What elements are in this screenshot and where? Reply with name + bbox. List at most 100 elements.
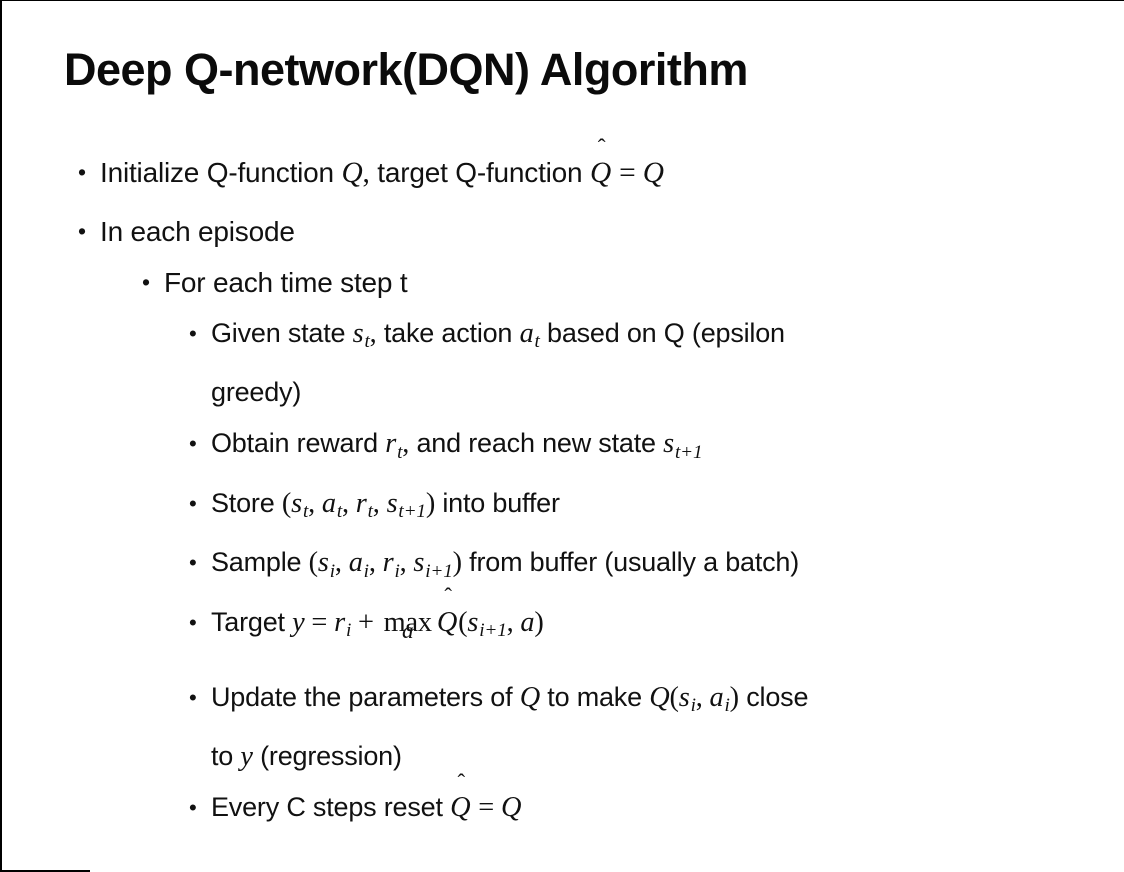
- text-run: For each time step t: [164, 267, 408, 298]
- math-sub: t: [534, 331, 540, 353]
- math-run: ,: [399, 547, 414, 579]
- bullet-marker-icon: •: [189, 490, 197, 516]
- text-run: Sample: [211, 547, 309, 578]
- math-base: s: [317, 547, 329, 579]
- math-run: a: [520, 606, 535, 638]
- math-sub: t+1: [398, 501, 426, 523]
- math-sub: t: [364, 331, 370, 353]
- operator-underscript: a: [402, 618, 414, 645]
- math-subscript-term: st: [352, 318, 370, 353]
- text-run: Target: [211, 606, 293, 637]
- bullet-content: Sample (si, ai, ri, si+1) from buffer (u…: [211, 537, 1124, 596]
- math-run: (: [281, 487, 292, 519]
- bullet-content: In each episode: [100, 206, 1124, 257]
- math-run: ,: [372, 487, 387, 519]
- bullet-content: Initialize Q-function Q, target Q-functi…: [100, 137, 1124, 199]
- math-run: Q: [642, 157, 664, 189]
- math-base: Q: [436, 606, 458, 638]
- bullet-content: Store (st, at, rt, st+1) into buffer: [211, 478, 1124, 537]
- bullet-item: •Obtain reward rt, and reach new state s…: [189, 418, 1124, 477]
- math-sub: t: [397, 441, 403, 463]
- bullet-item: •Store (st, at, rt, st+1) into buffer: [189, 478, 1124, 537]
- math-run: ,: [368, 547, 383, 579]
- math-base: s: [663, 428, 674, 460]
- text-run: greedy): [211, 377, 302, 408]
- bullet-item: • Update the parameters of Q to make Q(si…: [189, 672, 1124, 782]
- text-run: Every C steps reset: [211, 792, 451, 823]
- math-run: ): [534, 606, 544, 638]
- math-run: ): [425, 487, 436, 519]
- text-run: to make: [539, 681, 650, 712]
- math-base: s: [467, 606, 479, 638]
- math-subscript-term: si+1: [413, 547, 452, 581]
- math-base: a: [519, 318, 534, 349]
- math-run: Q: [649, 681, 670, 713]
- math-run: ,: [695, 681, 710, 713]
- math-sub: i: [724, 695, 730, 717]
- math-run: y: [240, 741, 253, 773]
- math-run: =: [471, 792, 501, 824]
- math-run: =: [612, 157, 643, 189]
- math-sub: t: [336, 501, 343, 523]
- math-subscript-term: rt: [355, 487, 373, 523]
- text-run: Obtain reward: [211, 428, 386, 459]
- text-run: close: [738, 681, 809, 712]
- math-run: ,: [369, 318, 377, 349]
- math-run: ): [729, 681, 739, 713]
- bullet-marker-icon: •: [189, 550, 197, 576]
- text-run: into buffer: [435, 487, 560, 518]
- text-run: Update the parameters of: [211, 681, 520, 712]
- text-run: Initialize Q-function: [100, 157, 342, 188]
- math-base: Q: [450, 792, 471, 824]
- math-run: ,: [362, 157, 370, 189]
- operator-name: max: [383, 606, 432, 638]
- math-subscript-term: si: [317, 547, 335, 581]
- math-base: s: [291, 487, 302, 519]
- math-sub: i: [329, 560, 335, 582]
- slide-border-fragment: [2, 870, 90, 872]
- math-subscript-term: ri: [383, 547, 400, 581]
- text-run: take action: [376, 318, 520, 348]
- math-base: r: [355, 487, 367, 519]
- math-base: r: [334, 606, 345, 638]
- bullet-marker-icon: •: [142, 269, 150, 295]
- bullet-content: Update the parameters of Q to make Q(si,…: [211, 672, 1124, 782]
- text-run: and reach new state: [409, 428, 664, 459]
- math-run: ,: [342, 487, 356, 519]
- math-base: r: [385, 428, 397, 460]
- math-base: a: [321, 487, 336, 519]
- math-subscript-term: si: [679, 682, 696, 717]
- math-base: a: [348, 547, 363, 579]
- math-run: ): [452, 547, 462, 579]
- math-sub: i: [690, 695, 696, 717]
- bullet-marker-icon: •: [189, 684, 197, 710]
- slide-title: Deep Q-network(DQN) Algorithm: [64, 44, 748, 95]
- math-base: s: [386, 487, 398, 519]
- math-base: a: [709, 681, 724, 713]
- math-subscript-term: ri: [334, 606, 352, 641]
- hat-accent-icon: ˆ: [444, 584, 452, 610]
- text-run: from buffer (usually a batch): [461, 547, 800, 578]
- math-run: (: [308, 547, 318, 579]
- math-sub: i: [363, 560, 369, 582]
- math-sub: i: [345, 619, 352, 641]
- math-base: s: [352, 318, 364, 349]
- math-run: Q: [500, 792, 522, 824]
- math-subscript-term: ai: [709, 681, 730, 717]
- math-sub: i+1: [479, 619, 507, 641]
- math-subscript-term: si+1: [467, 606, 507, 641]
- bullet-content: Given state st, take action at based on …: [211, 308, 1124, 418]
- text-run: (regression): [252, 741, 402, 772]
- text-run: to: [211, 741, 241, 772]
- text-run: Store: [211, 487, 282, 518]
- math-run: ,: [308, 487, 322, 519]
- bullet-item: •Given state st, take action at based on…: [189, 308, 1124, 418]
- math-sub: t: [367, 501, 373, 523]
- math-run: Q: [341, 157, 363, 189]
- bullet-marker-icon: •: [78, 218, 86, 244]
